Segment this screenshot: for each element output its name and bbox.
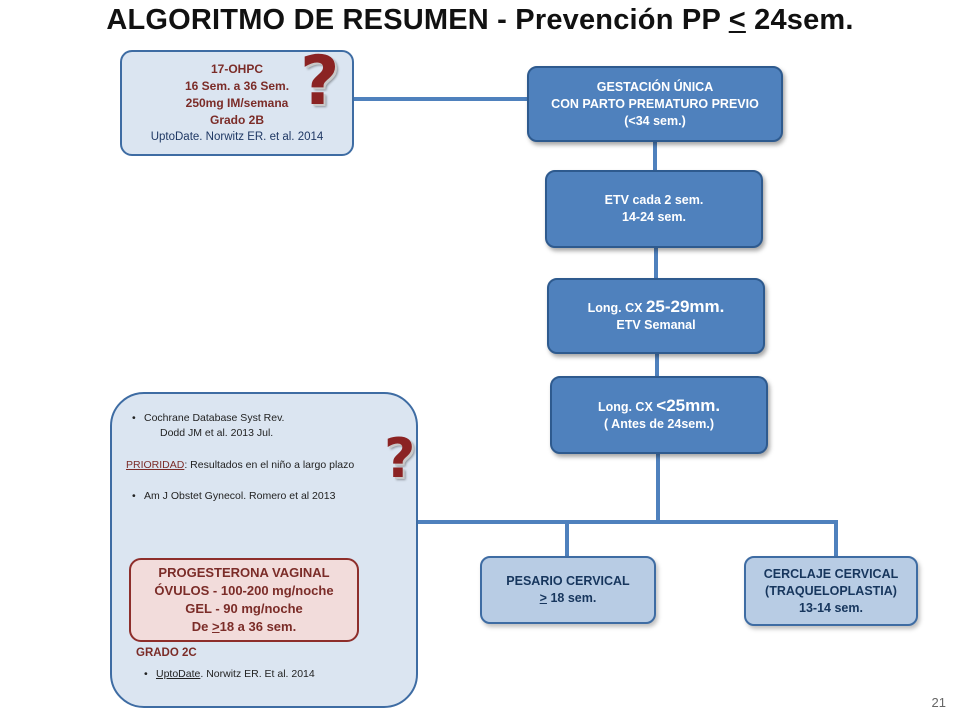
priority-text: : Resultados en el niño a largo plazo [184, 459, 355, 471]
node-progesterona-vaginal: PROGESTERONA VAGINAL ÓVULOS - 100-200 mg… [129, 558, 359, 642]
ref-cochrane-line1: Cochrane Database Syst Rev. [132, 411, 404, 426]
progesterona-line4-symbol: > [212, 619, 220, 634]
node-gestacion-unica: GESTACIÓN ÚNICA CON PARTO PREMATURO PREV… [527, 66, 783, 142]
question-mark-icon-left: ? [384, 427, 416, 490]
title-symbol: < [728, 4, 746, 36]
cx25-value: 25-29mm. [645, 297, 725, 316]
cxlt25-line1: Long. CX <25mm. [598, 397, 720, 416]
question-mark-icon-top: ? [300, 42, 340, 121]
etv-line2: 14-24 sem. [622, 210, 686, 224]
progesterona-line1: PROGESTERONA VAGINAL [158, 565, 330, 580]
cerclaje-line1: CERCLAJE CERVICAL [763, 566, 899, 581]
title-main: ALGORITMO DE RESUMEN - Prevención PP [106, 4, 729, 36]
priority-label: PRIORIDAD [126, 459, 185, 471]
box-17ohpc: 17-OHPC 16 Sem. a 36 Sem. 250mg IM/seman… [120, 50, 354, 156]
grade-2c: GRADO 2C [136, 647, 197, 659]
page-number: 21 [931, 695, 946, 710]
progesterona-line4: De >18 a 36 sem. [131, 618, 357, 636]
cxlt25-prefix: Long. CX [597, 400, 657, 414]
pesario-symbol: > [539, 591, 547, 605]
title-tail: 24sem. [745, 4, 854, 36]
gestacion-line1: GESTACIÓN ÚNICA [596, 79, 714, 94]
pesario-line1: PESARIO CERVICAL [506, 574, 630, 588]
17ohpc-line2: 16 Sem. a 36 Sem. [184, 78, 290, 93]
17ohpc-line3: 250mg IM/semana [185, 95, 289, 110]
gestacion-line2: CON PARTO PREMATURO PREVIO [551, 96, 759, 111]
etv-line1: ETV cada 2 sem. [604, 193, 704, 207]
node-cx-25-29: Long. CX 25-29mm. ETV Semanal [547, 278, 765, 354]
ref-uptodate-link[interactable]: UptoDate [156, 668, 201, 680]
17ohpc-reference: UptoDate. Norwitz ER. et al. 2014 [150, 130, 324, 143]
ref-romero-text: Am J Obstet Gynecol. Romero et al 2013 [132, 490, 404, 502]
node-etv: ETV cada 2 sem. 14-24 sem. [545, 170, 763, 248]
progesterona-line2: ÓVULOS - 100-200 mg/noche [154, 583, 334, 598]
progesterona-line4-post: 18 a 36 sem. [219, 619, 297, 634]
ref-uptodate: UptoDate. Norwitz ER. Et al. 2014 [144, 668, 396, 680]
ref-uptodate-tail: . Norwitz ER. Et al. 2014 [200, 668, 315, 680]
slide-title: ALGORITMO DE RESUMEN - Prevención PP < 2… [0, 4, 960, 37]
left-evidence-panel [110, 392, 418, 708]
cxlt25-value: <25mm. [656, 396, 721, 415]
priority-note: PRIORIDAD: Resultados en el niño a largo… [126, 459, 406, 471]
pesario-line2: > 18 sem. [540, 590, 597, 607]
ref-cochrane: Cochrane Database Syst Rev. Dodd JM et a… [132, 411, 404, 441]
cxlt25-line2: ( Antes de 24sem.) [604, 417, 714, 431]
ref-romero: Am J Obstet Gynecol. Romero et al 2013 [132, 490, 404, 502]
progesterona-line4-pre: De [191, 619, 212, 634]
progesterona-line3: GEL - 90 mg/noche [185, 601, 303, 616]
cerclaje-line2: (TRAQUELOPLASTIA) [765, 583, 897, 598]
pesario-line2-post: 18 sem. [546, 591, 597, 605]
cx25-prefix: Long. CX [587, 301, 646, 315]
gestacion-line3: (<34 sem.) [624, 113, 686, 128]
node-pesario-cervical: PESARIO CERVICAL > 18 sem. [480, 556, 656, 624]
node-cerclaje-cervical: CERCLAJE CERVICAL (TRAQUELOPLASTIA) 13-1… [744, 556, 918, 626]
cx25-line2: ETV Semanal [616, 318, 696, 332]
cerclaje-line3: 13-14 sem. [799, 600, 863, 615]
cx25-line1: Long. CX 25-29mm. [588, 298, 725, 317]
17ohpc-line1: 17-OHPC [210, 61, 263, 76]
ref-uptodate-line: UptoDate. Norwitz ER. Et al. 2014 [144, 668, 396, 680]
node-cx-lt-25: Long. CX <25mm. ( Antes de 24sem.) [550, 376, 768, 454]
17ohpc-line4: Grado 2B [209, 112, 264, 127]
ref-cochrane-line2: Dodd JM et al. 2013 Jul. [160, 427, 274, 439]
